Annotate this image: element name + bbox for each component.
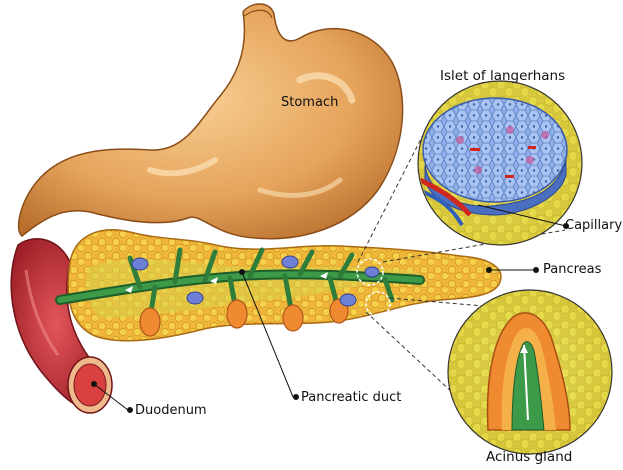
acinus-highlight-circle [365, 291, 391, 317]
label-pancreas: Pancreas [543, 262, 602, 277]
label-pancreatic-duct: Pancreatic duct [301, 390, 402, 405]
islet-highlight-circle [356, 258, 384, 286]
duodenum-shape [10, 237, 113, 414]
stomach-shape [17, 3, 404, 240]
inset-connector-lines [357, 134, 566, 396]
label-islet-of-langerhans: Islet of langerhans [440, 68, 566, 84]
acinus-inset [447, 289, 613, 455]
label-capillary: Capillary [565, 218, 623, 233]
label-duodenum: Duodenum [135, 403, 207, 418]
pancreatic-duct-shape [55, 247, 425, 337]
islet-inset [417, 80, 583, 246]
label-leaders [91, 204, 569, 413]
label-acinus-gland: Acinus gland [486, 449, 573, 465]
label-stomach: Stomach [281, 95, 339, 110]
